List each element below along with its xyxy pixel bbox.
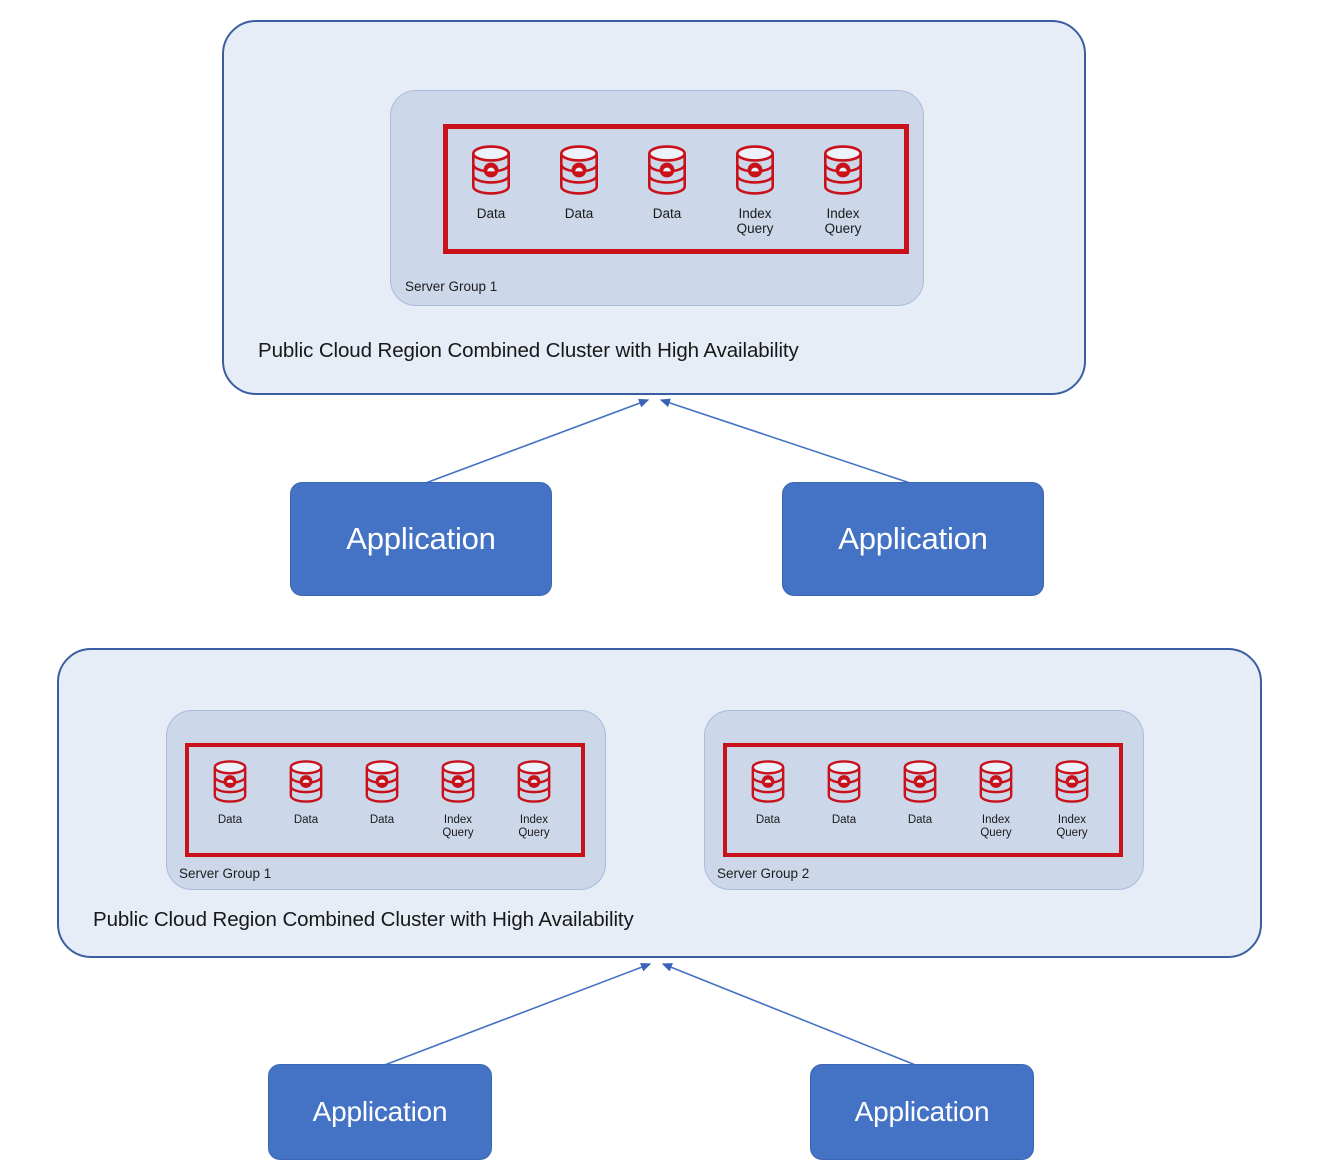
connector-arrow (659, 398, 914, 485)
database-cylinder-icon (516, 759, 552, 809)
database-cylinder-icon (978, 759, 1014, 809)
database-cylinder-icon (902, 759, 938, 809)
node-index-query[interactable]: Index Query (969, 759, 1023, 840)
node-label: Index Query (736, 206, 774, 237)
database-cylinder-icon (1054, 759, 1090, 809)
application-box[interactable]: Application (810, 1064, 1034, 1160)
application-label: Application (312, 1096, 448, 1127)
database-cylinder-icon (558, 144, 600, 201)
node-label: Data (217, 814, 243, 826)
node-index-query[interactable]: Index Query (812, 144, 874, 236)
node-label: Data (369, 814, 395, 826)
application-box[interactable]: Application (268, 1064, 492, 1160)
database-cylinder-icon (646, 144, 688, 201)
cluster-caption: Public Cloud Region Combined Cluster wit… (258, 339, 799, 362)
node-label: Data (652, 206, 682, 221)
node-group-box: Data (443, 124, 909, 254)
node-label: Index Query (980, 814, 1012, 839)
node-label: Index Query (824, 206, 862, 237)
application-label: Application (838, 521, 988, 556)
cluster-top[interactable]: Data (222, 20, 1086, 395)
node-label: Data (564, 206, 594, 221)
database-cylinder-icon (288, 759, 324, 809)
connector-arrow (661, 963, 919, 1067)
server-group-label: Server Group 1 (179, 866, 272, 881)
cluster-bottom[interactable]: Data (57, 648, 1262, 958)
node-data[interactable]: Data (817, 759, 871, 827)
node-label: Data (476, 206, 506, 221)
node-index-query[interactable]: Index Query (1045, 759, 1099, 840)
cluster-caption: Public Cloud Region Combined Cluster wit… (93, 908, 634, 931)
node-data[interactable]: Data (203, 759, 257, 827)
node-data[interactable]: Data (460, 144, 522, 221)
node-label: Data (831, 814, 857, 826)
application-box[interactable]: Application (290, 482, 552, 596)
node-group-box: Data (723, 743, 1123, 857)
database-cylinder-icon (212, 759, 248, 809)
database-cylinder-icon (734, 144, 776, 201)
database-cylinder-icon (822, 144, 864, 201)
node-index-query[interactable]: Index Query (724, 144, 786, 236)
node-label: Index Query (1056, 814, 1088, 839)
server-group-1[interactable]: Data (390, 90, 924, 306)
database-cylinder-icon (364, 759, 400, 809)
connector-arrow (381, 963, 652, 1067)
node-label: Data (293, 814, 319, 826)
node-label: Data (907, 814, 933, 826)
connector-arrow (422, 398, 650, 485)
node-data[interactable]: Data (355, 759, 409, 827)
node-group-box: Data (185, 743, 585, 857)
server-group-1[interactable]: Data (166, 710, 606, 890)
server-group-label: Server Group 1 (405, 279, 498, 294)
node-data[interactable]: Data (636, 144, 698, 221)
node-data[interactable]: Data (893, 759, 947, 827)
application-label: Application (854, 1096, 990, 1127)
server-group-label: Server Group 2 (717, 866, 810, 881)
database-cylinder-icon (440, 759, 476, 809)
application-box[interactable]: Application (782, 482, 1044, 596)
node-label: Index Query (442, 814, 474, 839)
database-cylinder-icon (826, 759, 862, 809)
node-label: Index Query (518, 814, 550, 839)
node-label: Data (755, 814, 781, 826)
database-cylinder-icon (750, 759, 786, 809)
node-index-query[interactable]: Index Query (431, 759, 485, 840)
server-group-2[interactable]: Data (704, 710, 1144, 890)
node-index-query[interactable]: Index Query (507, 759, 561, 840)
application-label: Application (346, 521, 496, 556)
node-data[interactable]: Data (279, 759, 333, 827)
node-data[interactable]: Data (741, 759, 795, 827)
database-cylinder-icon (470, 144, 512, 201)
node-data[interactable]: Data (548, 144, 610, 221)
